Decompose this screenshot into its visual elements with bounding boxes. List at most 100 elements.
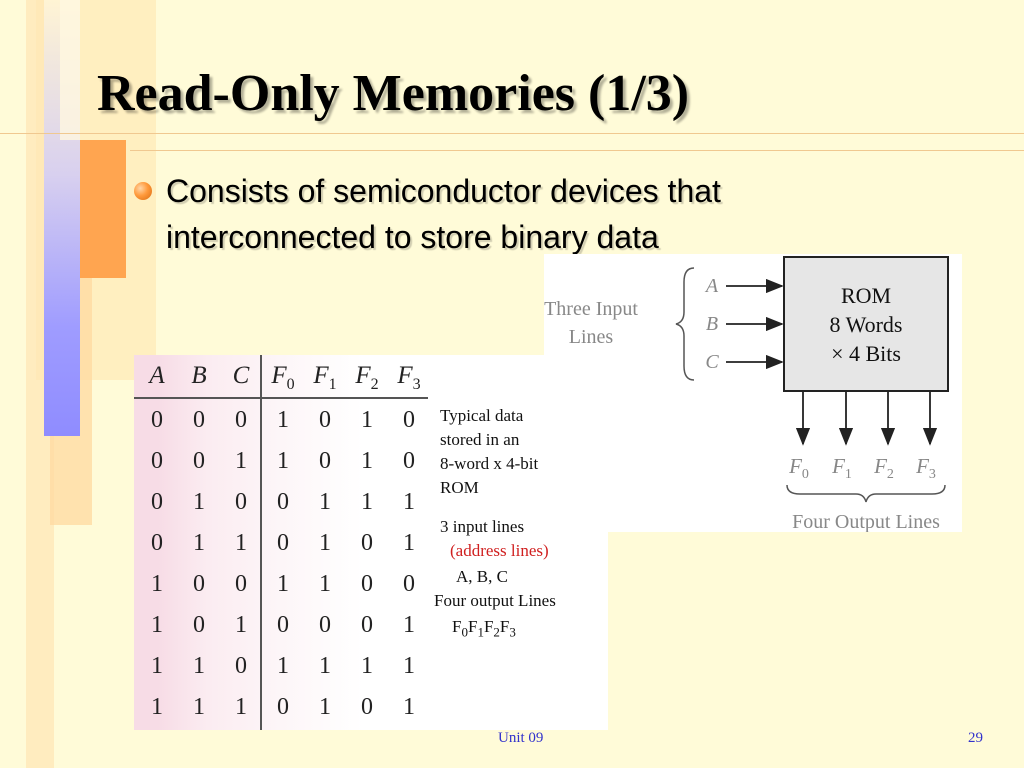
truth-table-header bbox=[134, 355, 428, 399]
table-cell: 1 bbox=[235, 448, 247, 474]
table-cell: 1 bbox=[319, 653, 331, 679]
table-cell: 0 bbox=[277, 489, 289, 515]
table-cell: 0 bbox=[403, 407, 415, 433]
note-line-5: 3 input lines bbox=[440, 517, 525, 536]
table-cell: 1 bbox=[151, 653, 163, 679]
table-cell: 0 bbox=[235, 489, 247, 515]
table-cell: 0 bbox=[193, 448, 205, 474]
table-cell: 1 bbox=[403, 489, 415, 515]
table-cell: 0 bbox=[235, 571, 247, 597]
truth-table-header-cell: F3 bbox=[397, 362, 421, 393]
note-line-8: Four output Lines bbox=[434, 591, 556, 610]
note-line-2: stored in an bbox=[440, 430, 520, 449]
note-line-1: Typical data bbox=[440, 406, 524, 425]
table-cell: 0 bbox=[193, 407, 205, 433]
rom-box bbox=[783, 256, 949, 392]
table-cell: 0 bbox=[403, 571, 415, 597]
table-cell: 0 bbox=[193, 571, 205, 597]
table-cell: 1 bbox=[319, 571, 331, 597]
table-cell: 1 bbox=[361, 489, 373, 515]
deco-bar-light-4 bbox=[60, 0, 80, 140]
output-label-f2: F2 bbox=[873, 454, 894, 482]
table-cell: 1 bbox=[235, 694, 247, 720]
table-cell: 0 bbox=[319, 407, 331, 433]
bullet-text: Consists of semiconductor devices that i… bbox=[166, 168, 886, 260]
table-cell: 0 bbox=[277, 530, 289, 556]
table-cell: 1 bbox=[235, 530, 247, 556]
table-cell: 1 bbox=[319, 530, 331, 556]
note-line-7: A, B, C bbox=[456, 567, 508, 586]
table-cell: 0 bbox=[361, 694, 373, 720]
table-cell: 1 bbox=[319, 694, 331, 720]
note-line-6: (address lines) bbox=[450, 541, 549, 560]
table-cell: 1 bbox=[403, 612, 415, 638]
input-group-label-1: Three Input bbox=[544, 298, 638, 320]
rom-box-line-2: 8 Words bbox=[830, 312, 903, 337]
table-cell: 0 bbox=[151, 530, 163, 556]
table-cell: 1 bbox=[361, 448, 373, 474]
table-cell: 1 bbox=[193, 489, 205, 515]
table-cell: 0 bbox=[151, 489, 163, 515]
bullet-icon bbox=[134, 182, 152, 200]
table-cell: 0 bbox=[319, 612, 331, 638]
output-label-f0: F0 bbox=[788, 454, 809, 482]
rom-diagram-svg: Three Input Lines A B C ROM 8 Words × 4 … bbox=[544, 256, 949, 532]
table-cell: 1 bbox=[193, 530, 205, 556]
truth-table-header-cell: B bbox=[191, 362, 207, 389]
input-label-c: C bbox=[705, 351, 719, 373]
table-cell: 1 bbox=[277, 448, 289, 474]
truth-table-divider bbox=[260, 355, 262, 730]
table-cell: 1 bbox=[277, 571, 289, 597]
table-cell: 0 bbox=[361, 571, 373, 597]
table-cell: 0 bbox=[151, 407, 163, 433]
table-cell: 1 bbox=[277, 407, 289, 433]
table-cell: 0 bbox=[235, 407, 247, 433]
title-rule-bottom bbox=[130, 150, 1024, 151]
table-cell: 1 bbox=[277, 653, 289, 679]
truth-table-header-cell: C bbox=[232, 362, 250, 389]
page-number: 29 bbox=[968, 730, 983, 746]
output-group-label: Four Output Lines bbox=[792, 511, 940, 532]
truth-table-header-cell: F1 bbox=[313, 362, 337, 393]
table-cell: 0 bbox=[319, 448, 331, 474]
output-label-f1: F1 bbox=[831, 454, 852, 482]
table-cell: 1 bbox=[151, 612, 163, 638]
input-label-b: B bbox=[706, 313, 718, 335]
output-label-f3: F3 bbox=[915, 454, 936, 482]
table-cell: 1 bbox=[403, 653, 415, 679]
table-cell: 1 bbox=[151, 571, 163, 597]
title-rule-top bbox=[0, 133, 1024, 134]
note-line-9: F0F1F2F3 bbox=[452, 617, 516, 640]
rom-box-line-1: ROM bbox=[841, 283, 891, 308]
truth-table-header-cell: A bbox=[149, 362, 165, 389]
slide-title: Read-Only Memories (1/3) bbox=[97, 65, 690, 122]
table-cell: 1 bbox=[319, 489, 331, 515]
footer-unit-label: Unit 09 bbox=[498, 730, 544, 746]
note-line-4: ROM bbox=[440, 478, 479, 497]
input-brace bbox=[675, 267, 695, 381]
table-cell: 1 bbox=[403, 694, 415, 720]
table-cell: 0 bbox=[361, 612, 373, 638]
table-cell: 1 bbox=[151, 694, 163, 720]
input-label-a: A bbox=[704, 275, 719, 297]
bullet-line-2: interconnected to store binary data bbox=[166, 219, 659, 255]
table-cell: 1 bbox=[361, 407, 373, 433]
rom-block-diagram: Three Input Lines A B C ROM 8 Words × 4 … bbox=[544, 254, 962, 532]
note-line-3: 8-word x 4-bit bbox=[440, 454, 539, 473]
table-cell: 0 bbox=[277, 612, 289, 638]
table-cell: 1 bbox=[193, 694, 205, 720]
bullet-line-1: Consists of semiconductor devices that bbox=[166, 173, 721, 209]
table-cell: 0 bbox=[235, 653, 247, 679]
table-cell: 0 bbox=[193, 612, 205, 638]
table-cell: 1 bbox=[403, 530, 415, 556]
table-cell: 0 bbox=[361, 530, 373, 556]
table-cell: 0 bbox=[403, 448, 415, 474]
rom-box-line-3: × 4 Bits bbox=[831, 341, 901, 366]
table-cell: 1 bbox=[193, 653, 205, 679]
truth-table-header-cell: F0 bbox=[271, 362, 295, 393]
table-cell: 0 bbox=[151, 448, 163, 474]
table-cell: 1 bbox=[361, 653, 373, 679]
truth-table-header-cell: F2 bbox=[355, 362, 379, 393]
